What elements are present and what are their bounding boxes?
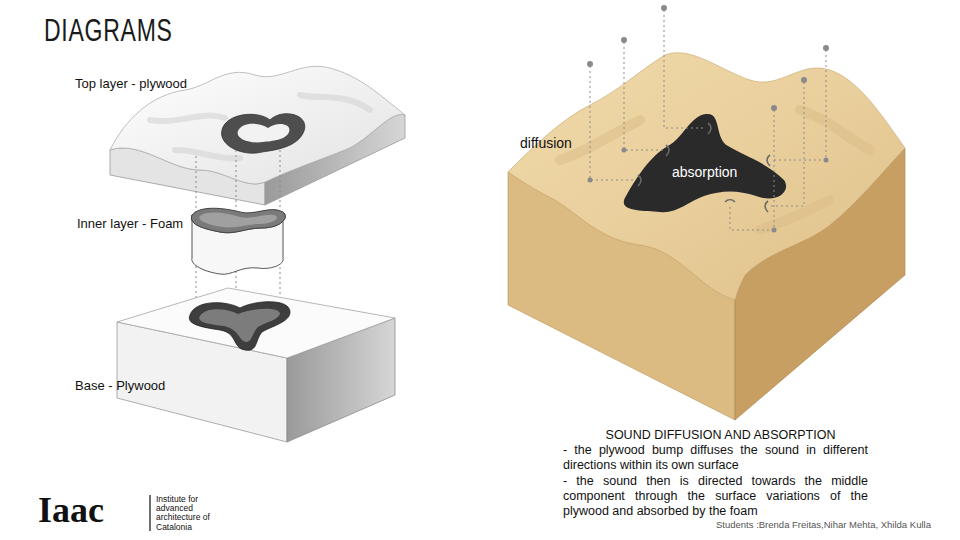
source-dot <box>661 5 667 11</box>
wave-mark <box>666 145 669 156</box>
wave-mark <box>708 123 711 134</box>
wooden-block <box>508 53 905 420</box>
block-top-surface <box>508 53 905 300</box>
slide-title: DIAGRAMS <box>44 12 173 48</box>
dotted-ray <box>590 66 636 180</box>
foam-top <box>191 208 285 232</box>
diffusion-label: diffusion <box>520 135 572 151</box>
dotted-ray <box>624 42 664 150</box>
foam-inner <box>199 213 277 228</box>
dotted-ray <box>770 82 804 206</box>
absorption-label: absorption <box>672 164 737 180</box>
base-top-face <box>117 288 395 358</box>
wave-mark <box>638 175 641 186</box>
base-plywood <box>117 288 395 442</box>
layer-label: Top layer - plywood <box>75 76 187 91</box>
reflection-dot <box>588 178 593 183</box>
top-hole <box>222 114 305 154</box>
wave-mark <box>767 155 770 166</box>
caption-heading: SOUND DIFFUSION AND ABSORPTION <box>563 428 878 442</box>
inner-layer-foam <box>191 208 285 274</box>
dotted-ray <box>664 10 706 128</box>
wave-mark <box>765 201 768 212</box>
base-hole-floor <box>199 309 280 342</box>
reflection-dot <box>772 228 777 233</box>
layer-label: Inner layer - Foam <box>77 216 183 231</box>
source-dot <box>587 61 593 67</box>
caption-bullet: - the plywood bump diffuses the sound in… <box>563 443 868 473</box>
students-credit: Students :Brenda Freitas,Nihar Mehta, Xh… <box>716 519 931 530</box>
absorption-hole <box>624 114 786 212</box>
source-dot <box>621 37 627 43</box>
layer-label: Base - Plywood <box>75 378 165 393</box>
caption-bullet: - the sound then is directed towards the… <box>563 474 868 519</box>
institute-name: Institute for advanced architecture of C… <box>156 495 220 532</box>
surface-shade <box>150 95 370 158</box>
foam-wall <box>191 212 285 274</box>
reflection-dot <box>824 158 829 163</box>
source-dot <box>771 105 777 111</box>
wood-shading <box>560 110 870 230</box>
logo-divider <box>149 495 150 531</box>
wave-mark <box>725 200 735 202</box>
source-dot <box>801 77 807 83</box>
top-hole-core <box>238 124 290 143</box>
logo-mark: Iaac <box>38 490 104 530</box>
sound-paths <box>587 5 829 233</box>
dotted-ray <box>772 50 826 160</box>
base-hole <box>189 302 290 350</box>
reflection-dot <box>622 148 627 153</box>
source-dot <box>823 45 829 51</box>
